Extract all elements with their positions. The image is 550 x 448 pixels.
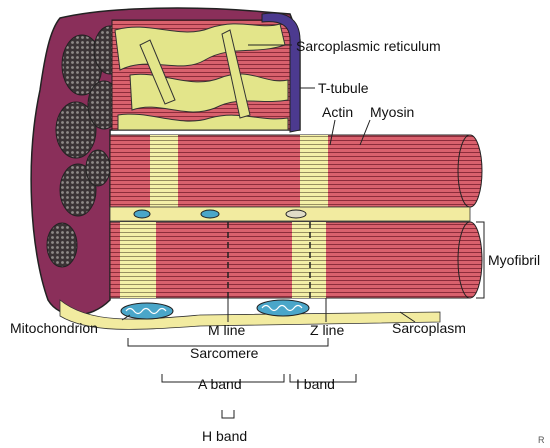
label-myosin: Myosin [370, 104, 414, 120]
sarcoplasm-base [60, 300, 440, 329]
label-z-line: Z line [310, 322, 344, 338]
label-a-band: A band [198, 376, 242, 392]
label-h-band: H band [202, 428, 247, 444]
label-sarcoplasmic-reticulum: Sarcoplasmic reticulum [296, 38, 441, 54]
label-t-tubule: T-tubule [318, 80, 369, 96]
label-myofibril: Myofibril [488, 252, 540, 268]
label-sarcomere: Sarcomere [190, 345, 258, 361]
label-sarcoplasm: Sarcoplasm [392, 320, 466, 336]
corner-mark: R [538, 432, 545, 448]
label-mitochondrion: Mitochondrion [10, 320, 98, 336]
label-i-band: I band [296, 376, 335, 392]
bottom-myofibril [110, 222, 482, 298]
label-m-line: M line [208, 322, 245, 338]
top-myofibril [110, 135, 482, 207]
label-actin: Actin [322, 104, 353, 120]
